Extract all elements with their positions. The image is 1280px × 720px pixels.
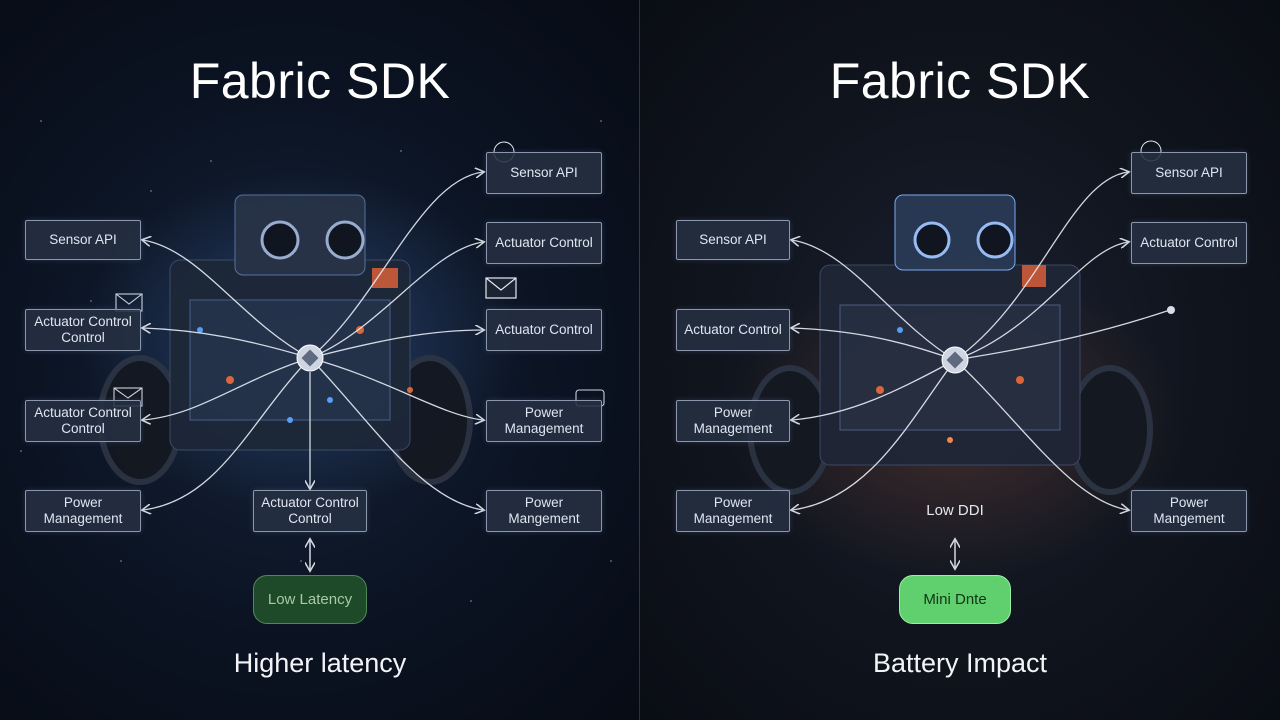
node-power-management[interactable]: Power Management xyxy=(676,490,790,532)
node-sensor-api[interactable]: Sensor API xyxy=(676,220,790,260)
endpoint-dot xyxy=(1167,306,1175,314)
node-actuator-control[interactable]: Actuator Control xyxy=(676,309,790,351)
left-title: Fabric SDK xyxy=(0,52,640,110)
node-power-mangement[interactable]: Power Mangement xyxy=(486,490,602,532)
right-caption: Battery Impact xyxy=(640,648,1280,679)
node-power-management[interactable]: Power Management xyxy=(676,400,790,442)
node-actuator-control[interactable]: Actuator Control xyxy=(486,309,602,351)
node-power-management[interactable]: Power Management xyxy=(486,400,602,442)
node-sensor-api[interactable]: Sensor API xyxy=(486,152,602,194)
node-actuator-control-control[interactable]: Actuator Control Control xyxy=(25,309,141,351)
right-panel: Fabric SDK Sensor API Actuator Control P… xyxy=(640,0,1280,720)
right-title: Fabric SDK xyxy=(640,52,1280,110)
left-panel: Fabric SDK Sensor API Actuator Control C… xyxy=(0,0,640,720)
node-actuator-control[interactable]: Actuator Control xyxy=(1131,222,1247,264)
mini-dnte-badge: Mini Dnte xyxy=(899,575,1011,624)
node-power-mangement[interactable]: Power Mangement xyxy=(1131,490,1247,532)
node-power-management[interactable]: Power Management xyxy=(25,490,141,532)
node-sensor-api[interactable]: Sensor API xyxy=(1131,152,1247,194)
envelope-icon xyxy=(486,278,516,298)
left-caption: Higher latency xyxy=(0,648,640,679)
low-ddi-label: Low DDI xyxy=(905,502,1005,519)
node-actuator-control[interactable]: Actuator Control xyxy=(486,222,602,264)
node-actuator-control-control[interactable]: Actuator Control Control xyxy=(253,490,367,532)
node-sensor-api[interactable]: Sensor API xyxy=(25,220,141,260)
low-latency-badge: Low Latency xyxy=(253,575,367,624)
node-actuator-control-control[interactable]: Actuator Control Control xyxy=(25,400,141,442)
